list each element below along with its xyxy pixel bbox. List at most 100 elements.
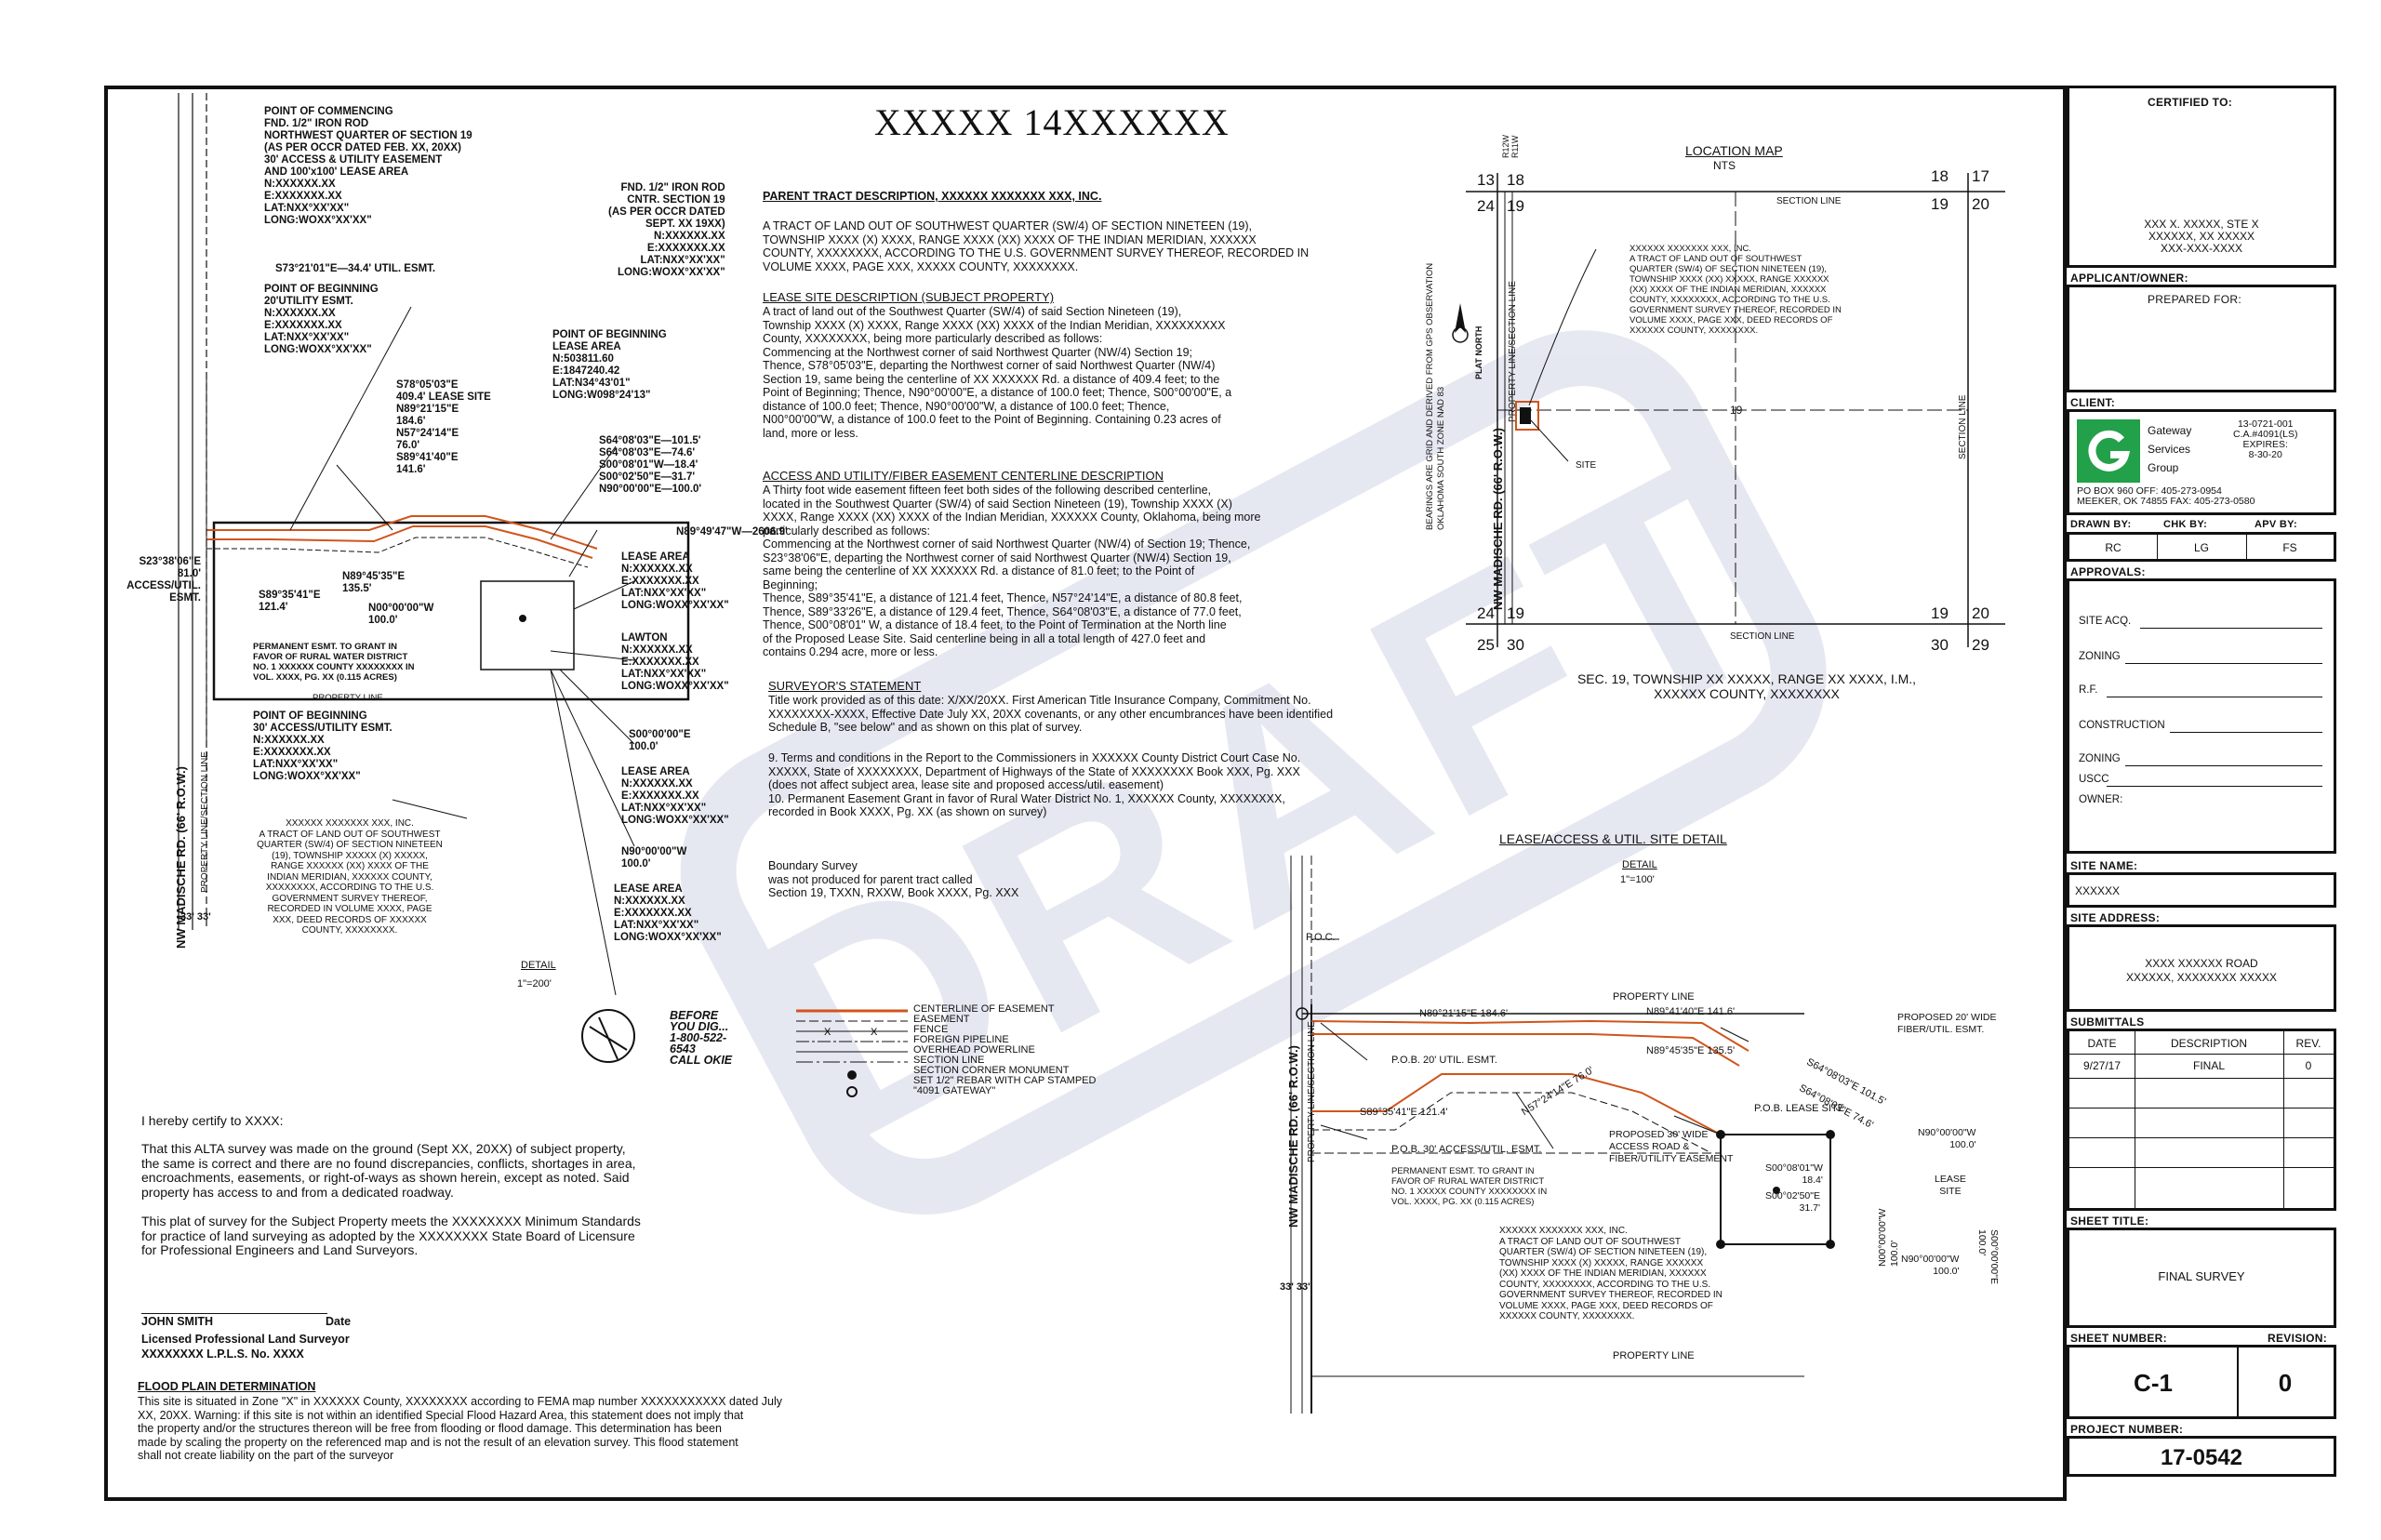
page-title: XXXXX 14XXXXXX — [874, 101, 1230, 143]
sd-lease-site: LEASE SITE — [1935, 1174, 1966, 1197]
s23-note: S23°38'06"E 81.0' ACCESS/UTIL. ESMT. — [126, 556, 201, 604]
plat-text: This plat of survey for the Subject Prop… — [141, 1214, 641, 1257]
approval-item: OWNER: — [2079, 794, 2123, 805]
revision-value: 0 — [2278, 1369, 2293, 1397]
sec-num: 29 — [1972, 636, 1989, 654]
site-name: XXXXXX — [2075, 884, 2121, 897]
prop-sec-label: PROPERTY LINE/SECTION LINE — [200, 751, 210, 893]
permanent-note: PERMANENT ESMT. TO GRANT IN FAVOR OF RUR… — [253, 642, 415, 683]
center-19: 19 — [1730, 404, 1743, 417]
section-line-label: SECTION LINE — [1730, 631, 1795, 642]
mascot-icon — [581, 1009, 635, 1063]
section-line-label: SECTION LINE — [1958, 394, 1968, 459]
sec-num: 19 — [1931, 604, 1949, 622]
poc-label: P.O.C. — [1306, 932, 1336, 943]
sec-num: 13 — [1477, 171, 1495, 189]
sec-num: 30 — [1507, 636, 1524, 654]
sd-s89-35: S89°35'41"E 121.4' — [1360, 1107, 1448, 1118]
legend-item: SECTION CORNER MONUMENT — [913, 1065, 1070, 1076]
bearings-b-note: S64°08'03"E—101.5' S64°08'03"E—74.6' S00… — [599, 435, 702, 495]
sd-n90-bot: N90°00'00"W 100.0' — [1901, 1254, 1960, 1277]
sec-num: 20 — [1972, 604, 1989, 622]
n89-45-note: N89°45'35"E 135.5' — [342, 571, 406, 594]
pob-20-note: POINT OF BEGINNING 20'UTILITY ESMT. N:XX… — [264, 284, 379, 355]
legend-item: FENCE — [913, 1024, 949, 1035]
sec-num: 18 — [1507, 171, 1524, 189]
map-caption: SEC. 19, TOWNSHIP XX XXXXX, RANGE XX XXX… — [1576, 671, 1917, 701]
site-detail-drawing — [1290, 856, 1835, 1414]
pob-30-note: POINT OF BEGINNING 30' ACCESS/UTILITY ES… — [253, 710, 392, 782]
surveyor-title: Licensed Professional Land Surveyor XXXX… — [141, 1333, 350, 1361]
lease-heading: LEASE SITE DESCRIPTION (SUBJECT PROPERTY… — [763, 290, 1055, 304]
applicant-label: APPLICANT/OWNER: — [2070, 272, 2188, 285]
svg-text:X: X — [871, 1027, 878, 1038]
sd-pob-lease: P.O.B. LEASE SITE — [1754, 1103, 1845, 1114]
sub-row-rev: 0 — [2305, 1059, 2312, 1072]
surveyor-heading: SURVEYOR'S STATEMENT — [768, 679, 922, 693]
approval-item: CONSTRUCTION — [2079, 720, 2165, 731]
sec-num: 18 — [1931, 167, 1949, 185]
location-map-title: LOCATION MAP — [1685, 143, 1783, 158]
chk-value: LG — [2193, 541, 2209, 554]
sheet-number-box: C-1 0 — [2067, 1345, 2336, 1419]
company-address: PO BOX 960 OFF: 405-273-0954 MEEKER, OK … — [2077, 485, 2255, 507]
map-prop-line: PROPERTY LINE/SECTION LINE — [1508, 281, 1518, 422]
boundary-text: Boundary Survey was not produced for par… — [768, 859, 1019, 899]
site-detail-scale: 1"=100' — [1620, 874, 1655, 885]
section-line-label: SECTION LINE — [1776, 196, 1842, 206]
sec-num: 24 — [1477, 604, 1495, 622]
commencing-note: POINT OF COMMENCING FND. 1/2" IRON ROD N… — [264, 106, 472, 226]
g-logo-icon — [2088, 430, 2131, 471]
approval-item: USCC — [2079, 774, 2109, 785]
n89-note: N89°49'47"W—2606.9' — [676, 526, 788, 538]
pob-lease-note: POINT OF BEGINNING LEASE AREA N:503811.6… — [552, 329, 667, 401]
lawton-note: LAWTON N:XXXXXX.XX E:XXXXXXX.XX LAT:NXX°… — [621, 632, 729, 692]
parent-heading: PARENT TRACT DESCRIPTION, XXXXXX XXXXXXX… — [763, 190, 1102, 203]
sd-n00-vert: N00°00'00"W 100.0' — [1877, 1208, 1900, 1267]
approval-item: SITE ACQ. — [2079, 616, 2132, 627]
apv-by-label: APV BY: — [2255, 519, 2297, 530]
terms-text: 9. Terms and conditions in the Report to… — [768, 751, 1301, 818]
sd-dims: 33' 33' — [1280, 1281, 1310, 1293]
submittals-label: SUBMITTALS — [2070, 1016, 2145, 1029]
sec-num: 25 — [1477, 636, 1495, 654]
lease-area-2: LEASE AREA N:XXXXXX.XX E:XXXXXXX.XX LAT:… — [621, 766, 729, 826]
bearings-a-note: S78°05'03"E 409.4' LEASE SITE N89°21'15"… — [396, 379, 491, 475]
call-okie-logo: BEFORE YOU DIG... 1-800-522-6543 CALL OK… — [562, 999, 748, 1073]
sd-proposed-30: PROPOSED 30' WIDE ACCESS ROAD & FIBER/UT… — [1609, 1129, 1734, 1164]
submittals-table: DATE DESCRIPTION REV. 9/27/17 FINAL 0 — [2067, 1029, 2336, 1211]
sd-property-line: PROPERTY LINE — [1613, 991, 1695, 1002]
sheet-title-box: FINAL SURVEY — [2067, 1228, 2336, 1328]
approval-item: ZONING — [2079, 753, 2121, 764]
site-address-label: SITE ADDRESS: — [2070, 911, 2161, 924]
n90-100-note: N90°00'00"W 100.0' — [621, 846, 687, 870]
surveyor-name: JOHN SMITH — [141, 1315, 214, 1328]
plat-north-label: PLAT NORTH — [1474, 325, 1483, 379]
sheet-border — [104, 86, 2067, 1501]
site-name-label: SITE NAME: — [2070, 859, 2138, 872]
site-detail-label: DETAIL — [1622, 859, 1657, 870]
sec-num: 24 — [1477, 197, 1495, 215]
lease-area-1: LEASE AREA N:XXXXXX.XX E:XXXXXXX.XX LAT:… — [621, 551, 729, 611]
sheet-title-label: SHEET TITLE: — [2070, 1215, 2149, 1228]
legend-item: EASEMENT — [913, 1014, 970, 1025]
tract-desc-note: XXXXXX XXXXXXX XXX, INC. A TRACT OF LAND… — [257, 818, 443, 936]
sd-n89-45: N89°45'35"E 135.5' — [1646, 1045, 1736, 1056]
sd-s00-vert: S00°00'00"E 100.0' — [1976, 1229, 2000, 1284]
drawn-value: RC — [2105, 541, 2122, 554]
sheet-number-label: SHEET NUMBER: — [2070, 1332, 2167, 1345]
legend-item: SECTION LINE — [913, 1055, 985, 1066]
dig-text: BEFORE YOU DIG... 1-800-522-6543 CALL OK… — [670, 1009, 733, 1067]
site-address: XXXX XXXXXX ROAD XXXXXX, XXXXXXXX XXXXX — [2125, 957, 2278, 984]
sd-proposed-20: PROPOSED 20' WIDE FIBER/UTIL. ESMT. — [1897, 1012, 1997, 1035]
legend-item: FOREIGN PIPELINE — [913, 1034, 1009, 1045]
site-address-box: XXXX XXXXXX ROAD XXXXXX, XXXXXXXX XXXXX — [2067, 924, 2336, 1012]
sd-n89-41: N89°41'40"E 141.6' — [1646, 1006, 1736, 1017]
sd-pob-20: P.O.B. 20' UTIL. ESMT. — [1391, 1055, 1497, 1066]
legend-item: CENTERLINE OF EASEMENT — [913, 1003, 1055, 1015]
drawn-by-label: DRAWN BY: — [2070, 519, 2132, 530]
detail-scale: 1"=200' — [517, 978, 552, 989]
lease-text: A tract of land out of the Southwest Qua… — [763, 305, 1232, 440]
map-tract: XXXXXX XXXXXXX XXX, INC. A TRACT OF LAND… — [1629, 244, 1842, 336]
client-box: Gateway Services Group 13-0721-001 C.A.#… — [2067, 409, 2336, 515]
